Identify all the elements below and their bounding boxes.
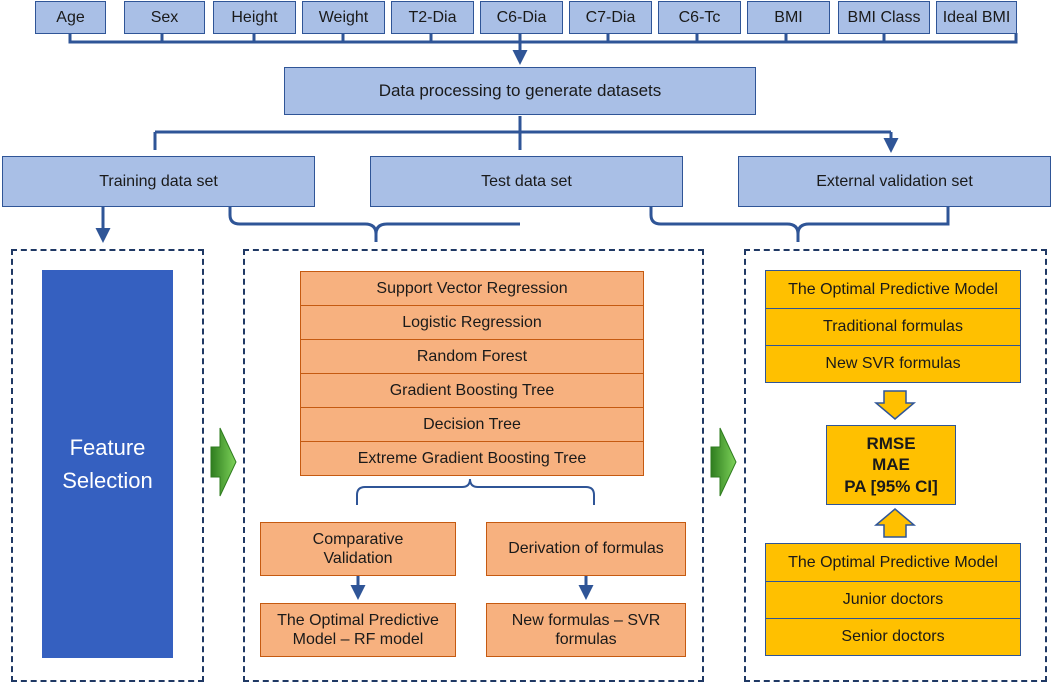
brace-middle bbox=[228, 207, 520, 242]
model-logistic-regression: Logistic Regression bbox=[300, 305, 644, 340]
training-set-box: Training data set bbox=[2, 156, 315, 207]
validation-new-svr-formulas: New SVR formulas bbox=[765, 345, 1021, 383]
variable-box-c7-dia: C7-Dia bbox=[569, 1, 652, 34]
test-set-box: Test data set bbox=[370, 156, 683, 207]
processing-split bbox=[155, 116, 891, 134]
variable-box-sex: Sex bbox=[124, 1, 205, 34]
green-arrow-1 bbox=[210, 427, 237, 497]
validation-panel bbox=[744, 249, 1047, 682]
variable-box-weight: Weight bbox=[302, 1, 385, 34]
feature-panel bbox=[11, 249, 204, 682]
variable-bus bbox=[68, 33, 1018, 44]
model-gradient-boosting: Gradient Boosting Tree bbox=[300, 373, 644, 408]
variable-box-height: Height bbox=[213, 1, 296, 34]
model-random-forest: Random Forest bbox=[300, 339, 644, 374]
model-decision-tree: Decision Tree bbox=[300, 407, 644, 442]
brace-right bbox=[649, 207, 950, 242]
variable-box-c6-tc: C6-Tc bbox=[658, 1, 741, 34]
green-arrow-2 bbox=[710, 427, 737, 497]
model-panel bbox=[243, 249, 704, 682]
validation-traditional-formulas: Traditional formulas bbox=[765, 308, 1021, 346]
processing-box: Data processing to generate datasets bbox=[284, 67, 756, 115]
model-xgboost: Extreme Gradient Boosting Tree bbox=[300, 441, 644, 476]
variable-box-ideal-bmi: Ideal BMI bbox=[936, 1, 1017, 34]
variable-box-bmi: BMI bbox=[747, 1, 830, 34]
variable-box-t2-dia: T2-Dia bbox=[391, 1, 474, 34]
validation-optimal-model-bottom: The Optimal Predictive Model bbox=[765, 543, 1021, 582]
gold-arrow-up bbox=[873, 508, 917, 538]
derivation-box: Derivation of formulas bbox=[486, 522, 686, 576]
variable-box-c6-dia: C6-Dia bbox=[480, 1, 563, 34]
model-svr: Support Vector Regression bbox=[300, 271, 644, 306]
validation-junior-doctors: Junior doctors bbox=[765, 581, 1021, 619]
variable-box-age: Age bbox=[35, 1, 106, 34]
validation-senior-doctors: Senior doctors bbox=[765, 618, 1021, 656]
validation-optimal-model-top: The Optimal Predictive Model bbox=[765, 270, 1021, 309]
gold-arrow-down bbox=[873, 390, 917, 420]
variable-box-bmi-class: BMI Class bbox=[838, 1, 930, 34]
brace-models bbox=[356, 478, 595, 505]
external-validation-box: External validation set bbox=[738, 156, 1051, 207]
